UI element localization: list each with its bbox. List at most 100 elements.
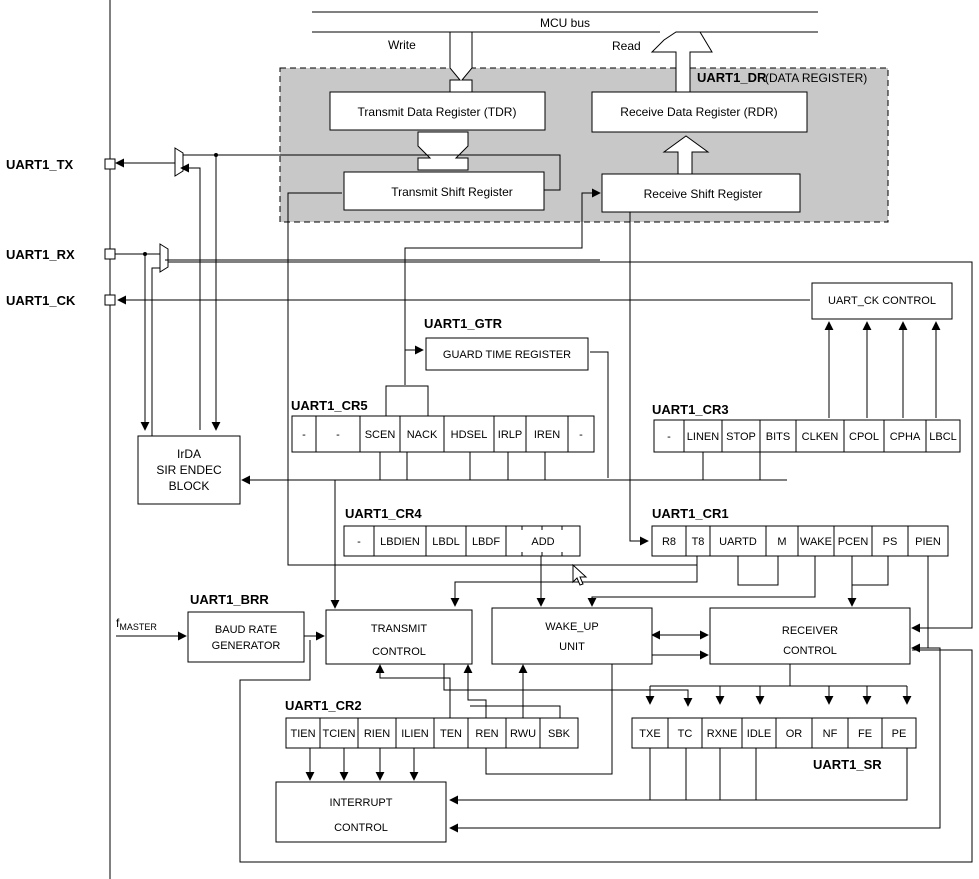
pins: UART1_TX UART1_RX UART1_CK xyxy=(6,157,116,308)
cr2-bit: TEN xyxy=(440,728,462,740)
transmit-control-box xyxy=(325,609,473,665)
rx-mux xyxy=(159,243,169,273)
tsr-label: Transmit Shift Register xyxy=(391,185,513,199)
pin-tx xyxy=(104,158,116,170)
cr5-bit: - xyxy=(336,429,340,441)
cr5-bit: IRLP xyxy=(498,429,522,441)
read-bus-arrow xyxy=(650,31,713,93)
bus-read-label: Read xyxy=(612,39,641,53)
cr1-bit: T8 xyxy=(692,536,705,548)
cr3-register-name: UART1_CR3 xyxy=(652,402,729,417)
cr4-bit: LBDIEN xyxy=(380,536,420,548)
cr5-bit: SCEN xyxy=(365,429,396,441)
cr3-bit: STOP xyxy=(726,431,756,443)
data-register-name: UART1_DR xyxy=(697,70,767,85)
rsr-label: Receive Shift Register xyxy=(644,187,763,201)
cr1-bit: WAKE xyxy=(800,536,832,548)
cr4-bit: ADD xyxy=(531,536,554,548)
cr5-register: - - SCEN NACK HDSEL IRLP IREN - xyxy=(291,415,595,453)
cr5-bit: HDSEL xyxy=(451,429,488,441)
rx-control-line-1: RECEIVER xyxy=(782,625,838,637)
receiver-control-box xyxy=(709,607,911,665)
cr5-bit: - xyxy=(579,429,583,441)
cr4-register: - LBDIEN LBDL LBDF ADD xyxy=(343,525,581,557)
cr2-bit: ILIEN xyxy=(401,728,429,740)
mouse-cursor-icon xyxy=(572,563,588,586)
rsr-box xyxy=(601,173,801,213)
interrupt-line-1: INTERRUPT xyxy=(330,797,393,809)
sr-register: TXE TC RXNE IDLE OR NF FE PE xyxy=(631,717,917,749)
cr2-bit: RIEN xyxy=(364,728,390,740)
sr-bit: TXE xyxy=(639,728,660,740)
irda-line-2: SIR ENDEC xyxy=(156,463,222,477)
rdr-box xyxy=(591,91,808,133)
cr5-bit: NACK xyxy=(407,429,438,441)
cr5-register-name: UART1_CR5 xyxy=(291,398,368,413)
wiring xyxy=(115,153,973,863)
cr1-bit: R8 xyxy=(662,536,676,548)
baud-rate-generator-box xyxy=(187,611,305,663)
cr3-bit: CPOL xyxy=(849,431,879,443)
irda-block xyxy=(137,435,241,505)
sr-bit: RXNE xyxy=(707,728,738,740)
sr-bit: NF xyxy=(823,728,838,740)
cr1-register: R8 T8 UARTD M WAKE PCEN PS PIEN xyxy=(651,525,949,557)
cr1-bit: PS xyxy=(883,536,898,548)
cr2-bit: RWU xyxy=(510,728,536,740)
wakeup-unit-box xyxy=(491,607,653,665)
wakeup-line-1: WAKE_UP xyxy=(545,621,598,633)
cr5-scen-nack-tab xyxy=(385,385,429,417)
brr-register-name: UART1_BRR xyxy=(190,592,269,607)
sr-register-name: UART1_SR xyxy=(813,757,882,772)
cr1-bit: PIEN xyxy=(915,536,941,548)
cr3-bit: LBCL xyxy=(929,431,957,443)
wakeup-line-2: UNIT xyxy=(559,641,585,653)
cr2-bit: TIEN xyxy=(290,728,315,740)
sr-bit: IDLE xyxy=(747,728,771,740)
tx-control-line-2: CONTROL xyxy=(372,646,426,658)
bus-write-label: Write xyxy=(388,38,416,52)
cr2-bit: SBK xyxy=(548,728,571,740)
rdr-label: Receive Data Register (RDR) xyxy=(620,105,777,119)
rx-control-line-2: CONTROL xyxy=(783,645,837,657)
cr3-bit: BITS xyxy=(766,431,790,443)
cr1-bit: UARTD xyxy=(719,536,757,548)
pin-rx-label: UART1_RX xyxy=(6,247,75,262)
guard-time-register-label: GUARD TIME REGISTER xyxy=(443,349,571,361)
mcu-bus-label: MCU bus xyxy=(540,16,590,30)
tdr-box xyxy=(329,91,546,131)
tsr-box xyxy=(343,171,545,211)
ck-control-box xyxy=(811,282,953,320)
cr2-bit: REN xyxy=(475,728,498,740)
tx-mux xyxy=(174,147,184,177)
cr3-bit: CLKEN xyxy=(802,431,839,443)
cr3-register: - LINEN STOP BITS CLKEN CPOL CPHA LBCL xyxy=(653,419,961,453)
write-bus-arrow xyxy=(449,31,473,93)
cr4-bit: - xyxy=(357,536,361,548)
interrupt-line-2: CONTROL xyxy=(334,822,388,834)
cr5-bit: IREN xyxy=(534,429,560,441)
irda-line-1: IrDA xyxy=(177,447,201,461)
pin-ck-label: UART1_CK xyxy=(6,293,76,308)
cr5-bit: - xyxy=(302,429,306,441)
irda-line-3: BLOCK xyxy=(169,479,210,493)
pin-ck xyxy=(104,294,116,306)
cr2-bit: TCIEN xyxy=(323,728,356,740)
pin-rx xyxy=(104,248,116,260)
tdr-to-tsr-arrow xyxy=(417,131,469,171)
guard-time-register-box xyxy=(425,337,589,371)
cr3-bit: LINEN xyxy=(687,431,719,443)
cr4-bit: LBDL xyxy=(432,536,460,548)
sr-bit: FE xyxy=(858,728,872,740)
cr2-register: TIEN TCIEN RIEN ILIEN TEN REN RWU SBK xyxy=(285,717,579,749)
sr-bit: OR xyxy=(786,728,803,740)
baud-line-2: GENERATOR xyxy=(212,640,281,652)
data-register-suffix: (DATA REGISTER) xyxy=(765,71,867,85)
tdr-label: Transmit Data Register (TDR) xyxy=(358,105,517,119)
cr1-bit: M xyxy=(777,536,786,548)
tx-control-line-1: TRANSMIT xyxy=(371,623,428,635)
interrupt-control-box xyxy=(275,781,447,843)
sr-bit: TC xyxy=(678,728,693,740)
rsr-to-rdr-arrow xyxy=(662,135,710,178)
